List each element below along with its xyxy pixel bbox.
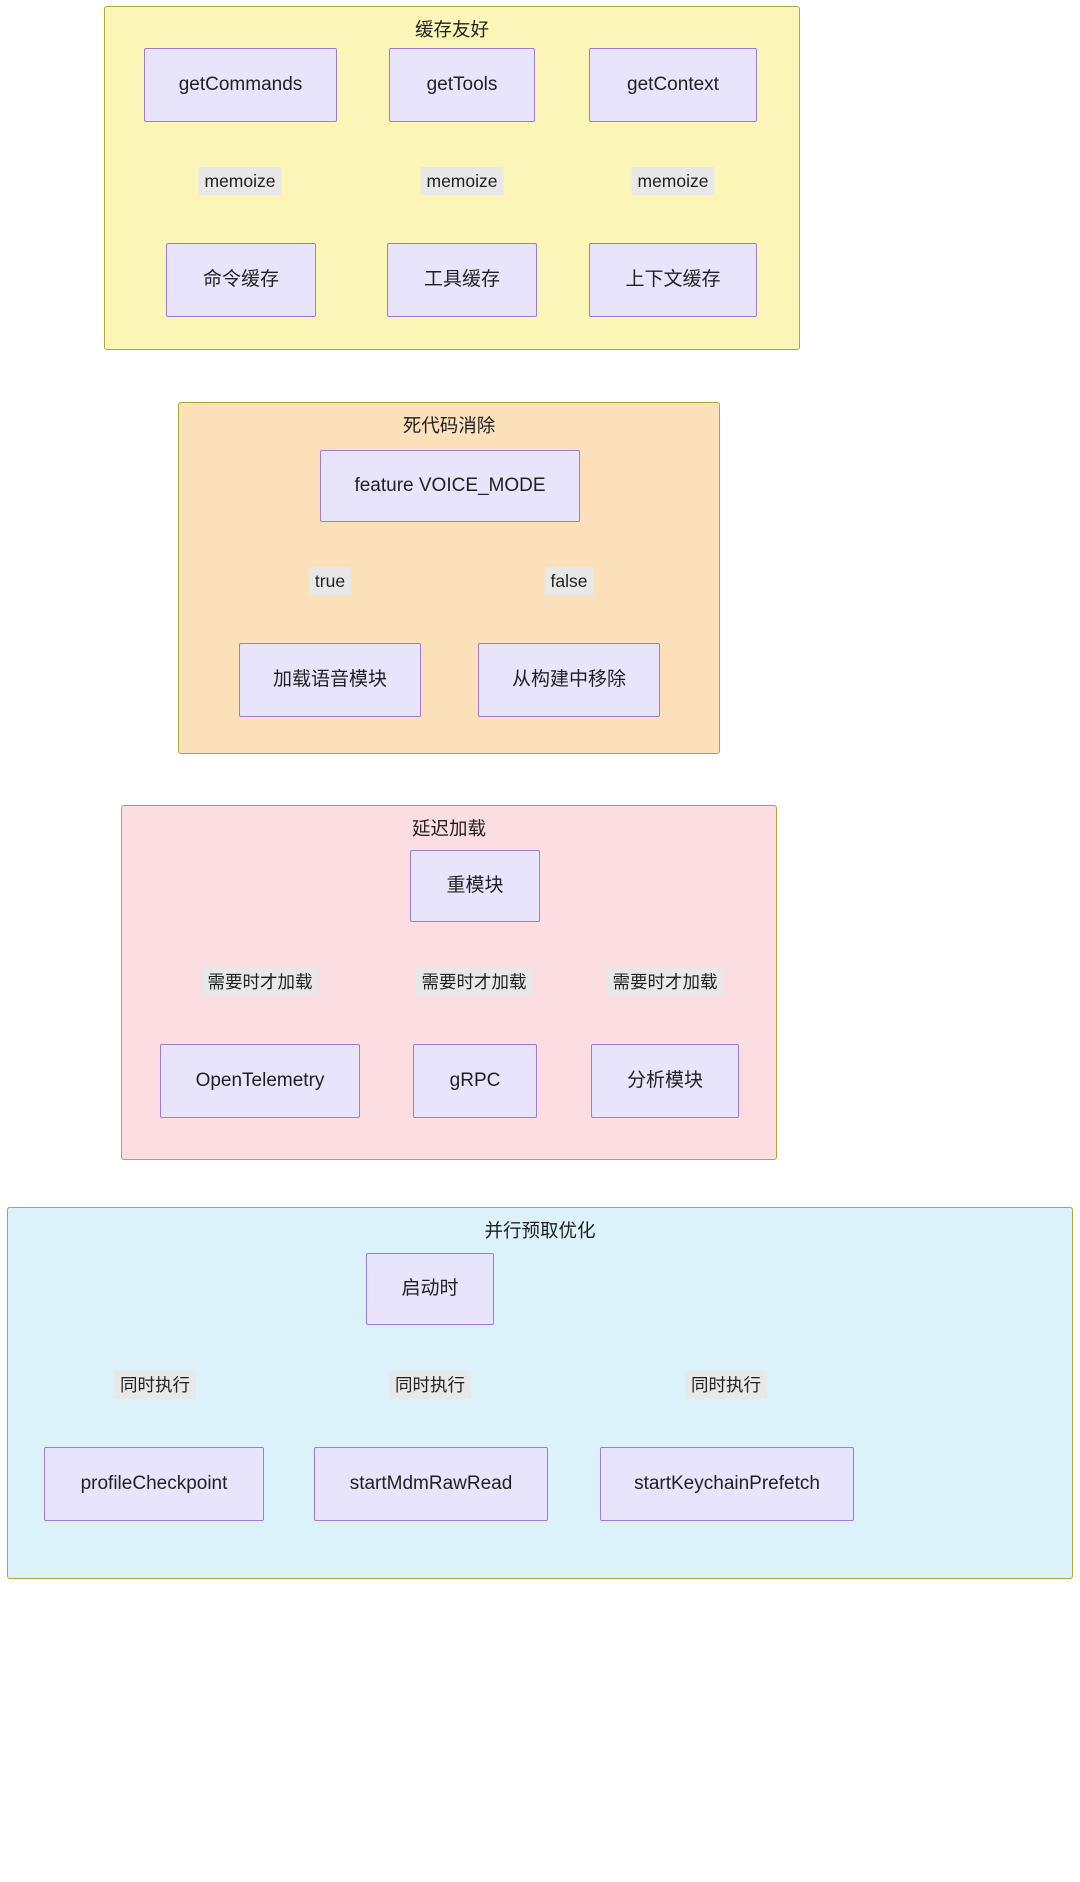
edge-label-memoize-commands: memoize	[198, 167, 282, 195]
node-label-context-cache: 上下文缓存	[625, 269, 721, 290]
node-at-startup[interactable]: 启动时	[366, 1253, 494, 1325]
edge-label-concurrent-startmdmrawread: 同时执行	[389, 1371, 471, 1399]
node-label-start-mdm-raw-read: startMdmRawRead	[349, 1473, 513, 1494]
edge-label-text: 需要时才加载	[612, 972, 718, 992]
node-label-remove-from-build: 从构建中移除	[511, 669, 626, 690]
node-getcontext[interactable]: getContext	[589, 48, 757, 122]
edge-label-text: 同时执行	[691, 1375, 761, 1395]
edge-label-text: memoize	[204, 171, 276, 191]
node-label-heavy-module: 重模块	[446, 875, 504, 896]
edge-label-text: 同时执行	[120, 1375, 190, 1395]
node-remove-from-build[interactable]: 从构建中移除	[478, 643, 660, 717]
node-tool-cache[interactable]: 工具缓存	[387, 243, 537, 317]
node-label-gettools: getTools	[426, 74, 498, 95]
edge-label-text: 需要时才加载	[421, 972, 527, 992]
node-gettools[interactable]: getTools	[389, 48, 535, 122]
node-start-mdm-raw-read[interactable]: startMdmRawRead	[314, 1447, 548, 1521]
node-label-feature-voice-mode: feature VOICE_MODE	[354, 475, 546, 496]
node-feature-voice-mode[interactable]: feature VOICE_MODE	[320, 450, 580, 522]
node-start-keychain-prefetch[interactable]: startKeychainPrefetch	[600, 1447, 854, 1521]
node-label-command-cache: 命令缓存	[202, 269, 279, 290]
edge-label-memoize-context: memoize	[631, 167, 715, 195]
node-label-getcontext: getContext	[627, 74, 719, 95]
edge-label-text: 需要时才加载	[207, 972, 313, 992]
node-grpc[interactable]: gRPC	[413, 1044, 537, 1118]
node-getcommands[interactable]: getCommands	[144, 48, 337, 122]
node-load-voice-module[interactable]: 加载语音模块	[239, 643, 421, 717]
edge-label-false: false	[544, 567, 594, 595]
edge-label-text: memoize	[637, 171, 709, 191]
node-label-analytics-module: 分析模块	[626, 1070, 703, 1091]
edge-label-lazy-analytics: 需要时才加载	[606, 968, 724, 996]
node-label-profile-checkpoint: profileCheckpoint	[80, 1473, 228, 1494]
node-opentelemetry[interactable]: OpenTelemetry	[160, 1044, 360, 1118]
edge-label-concurrent-startkeychainprefetch: 同时执行	[685, 1371, 767, 1399]
node-analytics-module[interactable]: 分析模块	[591, 1044, 739, 1118]
edge-label-text: 同时执行	[395, 1375, 465, 1395]
panel-title-cache-friendly: 缓存友好	[414, 19, 489, 40]
edge-label-text: true	[314, 571, 346, 591]
node-label-opentelemetry: OpenTelemetry	[195, 1070, 325, 1091]
edge-label-text: memoize	[426, 171, 498, 191]
panel-title-parallel-prefetch-optimization: 并行预取优化	[484, 1220, 596, 1241]
edge-label-lazy-opentelemetry: 需要时才加载	[201, 968, 319, 996]
node-heavy-module[interactable]: 重模块	[410, 850, 540, 922]
edge-label-concurrent-profilecheckpoint: 同时执行	[114, 1371, 196, 1399]
node-profile-checkpoint[interactable]: profileCheckpoint	[44, 1447, 264, 1521]
panel-title-lazy-loading: 延迟加载	[411, 818, 486, 839]
panel-title-dead-code-elimination: 死代码消除	[402, 415, 496, 436]
node-label-start-keychain-prefetch: startKeychainPrefetch	[634, 1473, 820, 1494]
edge-label-text: false	[550, 571, 588, 591]
node-label-tool-cache: 工具缓存	[423, 269, 500, 290]
node-label-grpc: gRPC	[449, 1070, 501, 1091]
node-label-at-startup: 启动时	[401, 1278, 459, 1299]
node-label-getcommands: getCommands	[178, 74, 303, 95]
node-command-cache[interactable]: 命令缓存	[166, 243, 316, 317]
edge-label-lazy-grpc: 需要时才加载	[415, 968, 533, 996]
node-label-load-voice-module: 加载语音模块	[272, 669, 387, 690]
edge-label-memoize-tools: memoize	[420, 167, 504, 195]
node-context-cache[interactable]: 上下文缓存	[589, 243, 757, 317]
edge-label-true: true	[308, 567, 352, 595]
